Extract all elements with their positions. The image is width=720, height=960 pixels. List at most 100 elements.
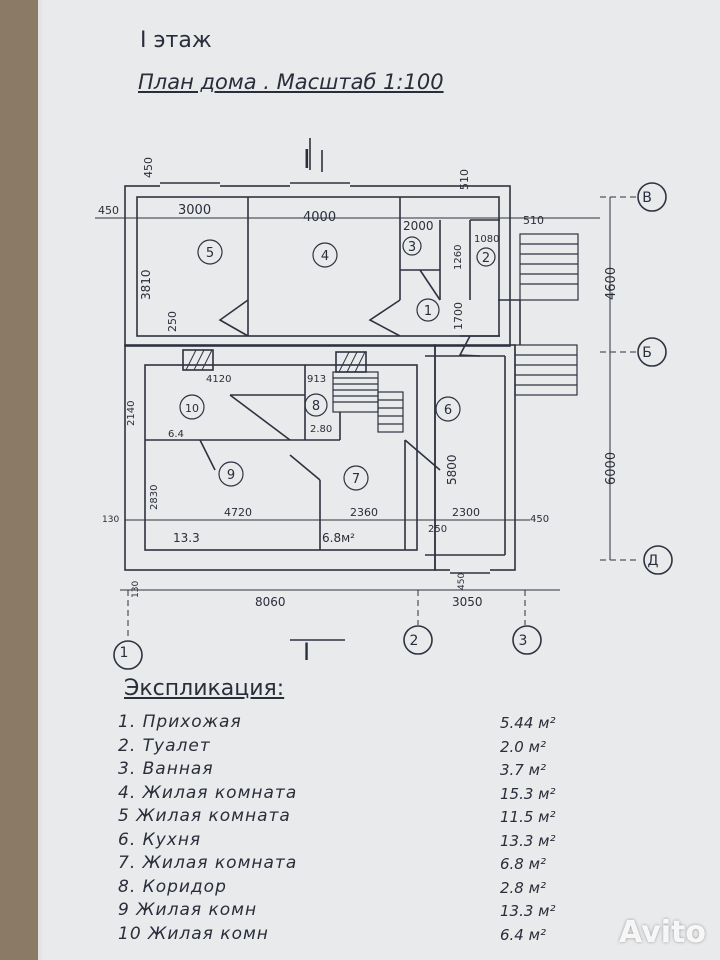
dim-8060: 8060 bbox=[255, 595, 286, 609]
door-5 bbox=[218, 299, 249, 337]
entrance-steps-lower bbox=[514, 344, 578, 396]
dim-4000: 4000 bbox=[303, 210, 336, 225]
dim-2830: 2830 bbox=[149, 485, 160, 510]
lower-inner-wall bbox=[144, 364, 418, 551]
dim-130: 130 bbox=[102, 515, 119, 525]
room-9-label: 9 bbox=[227, 468, 235, 483]
room-4-label: 4 bbox=[321, 249, 329, 264]
axis-label-3: 3 bbox=[519, 633, 528, 649]
dim-6000: 6000 bbox=[604, 452, 619, 485]
dim-450-top: 450 bbox=[142, 157, 155, 178]
legend-item-label: 7. Жилая комната bbox=[118, 853, 298, 873]
dim-1260: 1260 bbox=[453, 245, 464, 270]
door-7 bbox=[289, 454, 321, 481]
dim-913: 913 bbox=[307, 374, 326, 385]
dim-450-bottom: 450 bbox=[530, 514, 549, 525]
room-10-label: 10 bbox=[185, 402, 199, 415]
dim-133: 13.3 bbox=[173, 531, 200, 545]
legend-item-label: 10 Жилая комн bbox=[118, 923, 269, 944]
dim-5800: 5800 bbox=[445, 454, 459, 485]
door-6 bbox=[458, 335, 481, 357]
dim-3810: 3810 bbox=[139, 269, 153, 300]
room-6-label: 6 bbox=[444, 403, 452, 418]
axis-bubble-b bbox=[637, 337, 667, 367]
room-3-label: 3 bbox=[408, 240, 416, 255]
section-mark-bottom: I bbox=[303, 638, 310, 666]
floor-plan: I I 1 2 3 В Б Д 450 450 3000 4000 2000 5… bbox=[95, 138, 673, 670]
legend-item-label: 2. Туалет bbox=[118, 735, 211, 756]
axis-label-d: Д bbox=[648, 553, 659, 569]
room-5-label: 5 bbox=[206, 246, 214, 261]
dim-4720: 4720 bbox=[224, 506, 252, 519]
axis-bubble-v bbox=[637, 182, 667, 212]
dim-510-right: 510 bbox=[523, 214, 544, 227]
legend-title: Экспликация: bbox=[124, 676, 285, 701]
dim-1700: 1700 bbox=[452, 302, 465, 330]
legend-item-area: 3.7 м² bbox=[500, 761, 546, 779]
axis-bubble-3 bbox=[512, 625, 542, 655]
dim-450-left: 450 bbox=[98, 204, 119, 217]
lower-outer-wall bbox=[124, 344, 436, 571]
stair-flight bbox=[332, 371, 404, 433]
legend-item-area: 13.3 м² bbox=[500, 831, 556, 850]
door-1 bbox=[368, 299, 401, 337]
section-mark-top: I bbox=[303, 145, 311, 175]
axis-bubble-1 bbox=[113, 640, 143, 670]
axis-bubble-2 bbox=[403, 625, 433, 655]
dim-2140: 2140 bbox=[126, 401, 137, 426]
room-2-label: 2 bbox=[482, 251, 490, 266]
avito-watermark: Avito bbox=[619, 915, 706, 950]
dim-280: 2.80 bbox=[310, 424, 332, 435]
dim-3050: 3050 bbox=[452, 595, 483, 609]
notebook-page bbox=[38, 0, 720, 960]
legend-item-label: 3. Ванная bbox=[118, 759, 214, 779]
dim-2360: 2360 bbox=[350, 506, 378, 519]
dim-1080: 1080 bbox=[474, 234, 499, 245]
dim-250-mid: 250 bbox=[166, 311, 179, 332]
legend-item-area: 6.4 м² bbox=[500, 925, 546, 944]
axis-bubble-d bbox=[643, 545, 673, 575]
entrance-steps-upper bbox=[519, 233, 579, 301]
legend-item-label: 6. Кухня bbox=[118, 829, 202, 850]
legend-item-label: 8. Коридор bbox=[118, 876, 227, 897]
room-7-label: 7 bbox=[352, 472, 360, 487]
dim-450-low: 450 bbox=[457, 573, 467, 590]
axis-label-b: Б bbox=[642, 345, 652, 361]
dim-3000: 3000 bbox=[178, 203, 211, 218]
legend-item-label: 4. Жилая комната bbox=[118, 782, 298, 803]
door-3 bbox=[419, 269, 441, 301]
upper-inner-wall bbox=[136, 196, 500, 337]
hatch-lines bbox=[185, 349, 366, 373]
dim-2000: 2000 bbox=[403, 219, 434, 233]
legend-item-area: 13.3 м² bbox=[500, 902, 556, 920]
dim-4600: 4600 bbox=[604, 267, 619, 300]
dim-130-low: 130 bbox=[131, 581, 141, 598]
room-number-circles bbox=[179, 236, 496, 491]
plan-title: План дома . Масштаб 1:100 bbox=[138, 70, 444, 94]
legend-item-area: 5.44 м² bbox=[500, 714, 556, 732]
legend-item-area: 2.8 м² bbox=[500, 878, 546, 897]
axis-label-2: 2 bbox=[410, 633, 419, 649]
dim-64: 6.4 bbox=[168, 429, 184, 440]
legend-item-area: 6.8 м² bbox=[500, 855, 546, 873]
legend-item-area: 15.3 м² bbox=[500, 784, 556, 803]
legend-item-label: 5 Жилая комната bbox=[118, 806, 291, 826]
legend-item-label: 1. Прихожая bbox=[118, 712, 242, 732]
dim-4120: 4120 bbox=[206, 374, 231, 385]
pier-hatch-1 bbox=[182, 349, 214, 371]
legend-item-label: 9 Жилая комн bbox=[118, 900, 258, 920]
dim-250-bottom: 250 bbox=[428, 524, 447, 535]
diag-10 bbox=[229, 394, 291, 441]
dim-2300: 2300 bbox=[452, 506, 480, 519]
door-6b bbox=[404, 439, 441, 471]
room-1-label: 1 bbox=[424, 304, 432, 319]
axis-label-v: В bbox=[642, 190, 652, 206]
legend-item-area: 11.5 м² bbox=[500, 808, 556, 826]
dim-68m: 6.8м² bbox=[322, 531, 355, 545]
floor-label: I этаж bbox=[140, 28, 212, 53]
room-8-label: 8 bbox=[312, 399, 320, 414]
legend-item-area: 2.0 м² bbox=[500, 737, 546, 756]
dim-510-top: 510 bbox=[458, 169, 471, 190]
axis-label-1: 1 bbox=[120, 645, 129, 661]
door-9 bbox=[199, 439, 216, 471]
